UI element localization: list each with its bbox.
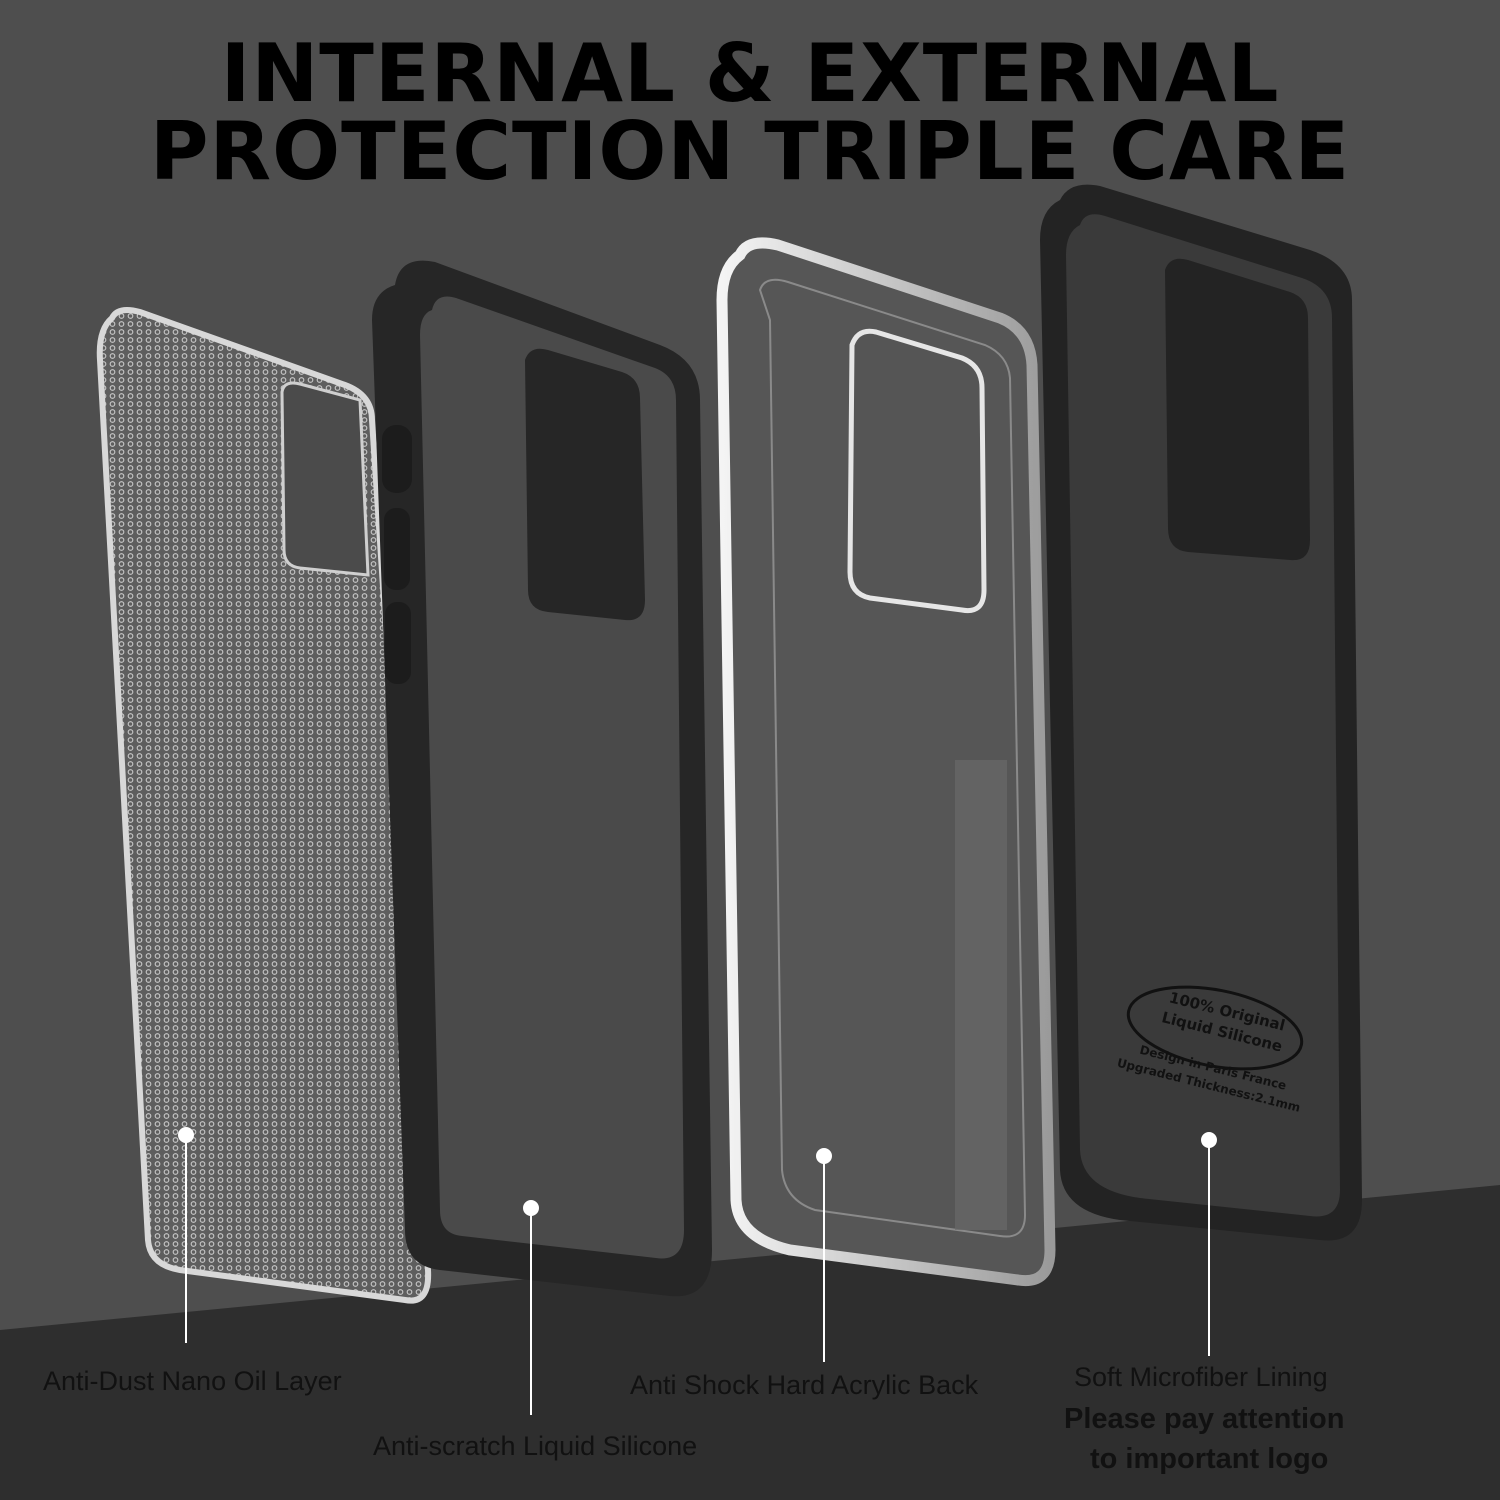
label-acrylic-back: Anti Shock Hard Acrylic Back (630, 1370, 979, 1400)
volume-down-shape (385, 602, 411, 684)
label-liquid-silicone: Anti-scratch Liquid Silicone (373, 1431, 698, 1461)
liquid-silicone-case (372, 260, 712, 1297)
label-nano-oil-layer: Anti-Dust Nano Oil Layer (43, 1366, 342, 1396)
headline-line2: PROTECTION TRIPLE CARE (149, 105, 1351, 198)
action-button-shape (382, 425, 412, 493)
headline-line1: INTERNAL & EXTERNAL (220, 27, 1280, 120)
pointer-markers (178, 1127, 1217, 1415)
hard-acrylic-back (716, 237, 1056, 1287)
microfiber-lining-case: 100% Original Liquid Silicone Design in … (1040, 184, 1362, 1241)
acrylic-side-reflection (955, 760, 1007, 1230)
floor-shadow (0, 1185, 1500, 1500)
label-microfiber-lining: Soft Microfiber Lining (1074, 1362, 1328, 1392)
nano-oil-mesh-layer (96, 307, 432, 1304)
logo-stamp-outline (1126, 985, 1304, 1071)
volume-up-shape (384, 508, 410, 590)
notice-line2: to important logo (1090, 1443, 1329, 1475)
notice-line1: Please pay attention (1064, 1403, 1345, 1435)
